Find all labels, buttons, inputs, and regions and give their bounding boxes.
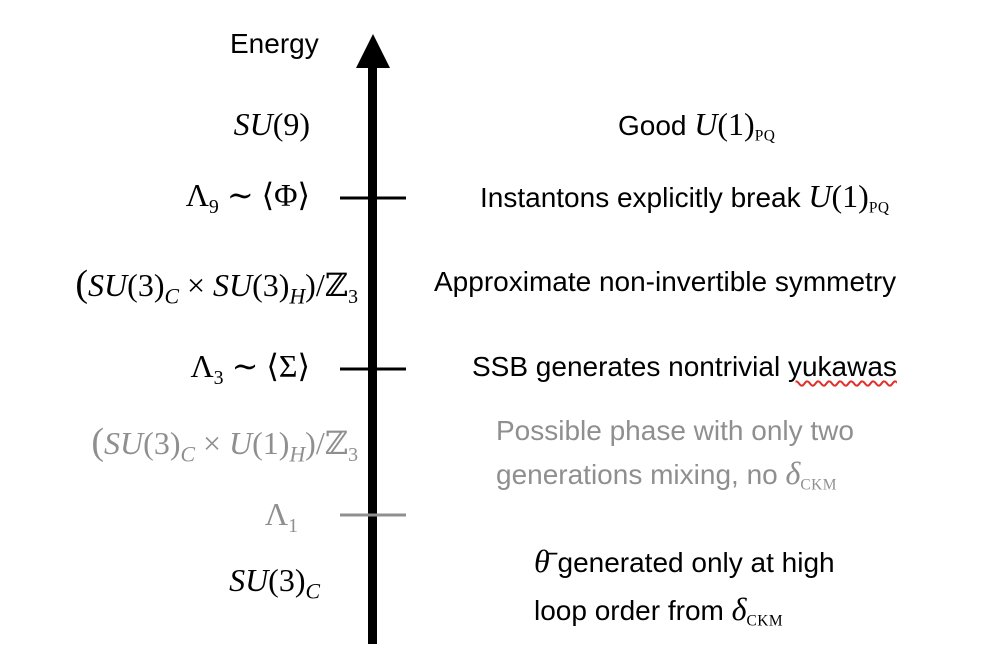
u-symbol: U — [694, 106, 718, 142]
arg-c: (3) — [127, 267, 165, 303]
scale-lambda1: Λ1 — [265, 496, 298, 538]
sub-c: C — [180, 442, 195, 467]
regime-su9: SU(9) — [234, 106, 310, 143]
note-line-2: generations mixing, no δCKM — [496, 455, 837, 494]
note-line-1: Possible phase with only two — [496, 415, 854, 446]
group-su-c: SU — [104, 425, 144, 461]
sim-symbol: ∼ — [226, 177, 254, 213]
z-sub: 3 — [348, 443, 358, 466]
axis-arrowhead — [356, 34, 390, 68]
delta-symbol: δ — [731, 591, 747, 627]
note-text: Good — [618, 110, 695, 141]
note-possible-phase: Possible phase with only two generations… — [496, 410, 854, 506]
note-ssb: SSB generates nontrivial yukawas — [472, 351, 897, 383]
delta-symbol: δ — [785, 455, 801, 491]
note-word-yukawas: yukawas — [787, 351, 897, 382]
scale-lambda9: Λ9 ∼ ⟨Φ⟩ — [186, 176, 310, 219]
sim-symbol: ∼ — [231, 348, 259, 384]
arg-h: (3) — [252, 267, 290, 303]
ckm-sub: CKM — [800, 476, 837, 494]
ckm-sub: CKM — [746, 612, 784, 630]
group-su-h: SU — [213, 267, 253, 303]
z-symbol: ℤ — [324, 267, 349, 303]
note-noninvertible: Approximate non-invertible symmetry — [434, 266, 897, 297]
group-arg: (3) — [268, 562, 306, 598]
theta-bar-symbol: θ̄ — [534, 543, 550, 579]
vev-phi: ⟨Φ⟩ — [261, 177, 310, 213]
group-u-h: U — [229, 425, 253, 461]
sub-h: H — [289, 284, 306, 309]
lambda-index: 1 — [288, 514, 298, 537]
z-sub: 3 — [348, 285, 358, 308]
times: × — [194, 425, 230, 461]
pq-sub: PQ — [754, 127, 776, 145]
regime-su3c: SU(3)C — [229, 562, 320, 605]
paren-close: )/ — [305, 267, 325, 303]
group-su: SU — [233, 106, 273, 142]
arg-h: (1) — [252, 425, 290, 461]
lambda-index: 3 — [213, 366, 224, 389]
pq-sub: PQ — [868, 199, 890, 217]
z-symbol: ℤ — [324, 425, 349, 461]
lambda-index: 9 — [208, 195, 219, 218]
note-text: SSB generates nontrivial — [472, 351, 788, 382]
group-su: SU — [229, 562, 269, 598]
note-text: Instantons explicitly break — [480, 182, 809, 213]
regime-su3-u1h: (SU(3)C × U(1)H)/ℤ3 — [91, 420, 358, 468]
axis-label: Energy — [230, 28, 319, 59]
sub-h: H — [289, 442, 306, 467]
paren-open: ( — [91, 421, 105, 463]
note-line-1: θ̄ generated only at high — [534, 543, 835, 579]
group-sub: C — [305, 579, 320, 604]
axis-line — [368, 64, 377, 644]
lambda-symbol: Λ — [185, 177, 209, 213]
group-su-c: SU — [88, 267, 128, 303]
vev-sigma: ⟨Σ⟩ — [266, 348, 310, 384]
u-arg: (1) — [831, 178, 869, 214]
u-symbol: U — [808, 178, 832, 214]
paren-close: )/ — [305, 425, 325, 461]
note-theta: θ̄ generated only at high loop order fro… — [534, 538, 835, 644]
note-line-2: loop order from δCKM — [534, 591, 784, 630]
regime-su3-su3h: (SU(3)C × SU(3)H)/ℤ3 — [75, 262, 358, 310]
lambda-symbol: Λ — [264, 496, 289, 532]
times: × — [178, 267, 214, 303]
lambda-symbol: Λ — [190, 348, 214, 384]
scale-lambda3: Λ3 ∼ ⟨Σ⟩ — [190, 347, 310, 390]
sub-c: C — [164, 284, 179, 309]
arg-c: (3) — [143, 425, 181, 461]
u-arg: (1) — [717, 106, 755, 142]
note-good-u1pq: Good U(1)PQ — [618, 106, 775, 145]
note-instantons: Instantons explicitly break U(1)PQ — [480, 178, 890, 217]
group-arg: (9) — [272, 106, 310, 142]
paren-open: ( — [75, 263, 89, 305]
